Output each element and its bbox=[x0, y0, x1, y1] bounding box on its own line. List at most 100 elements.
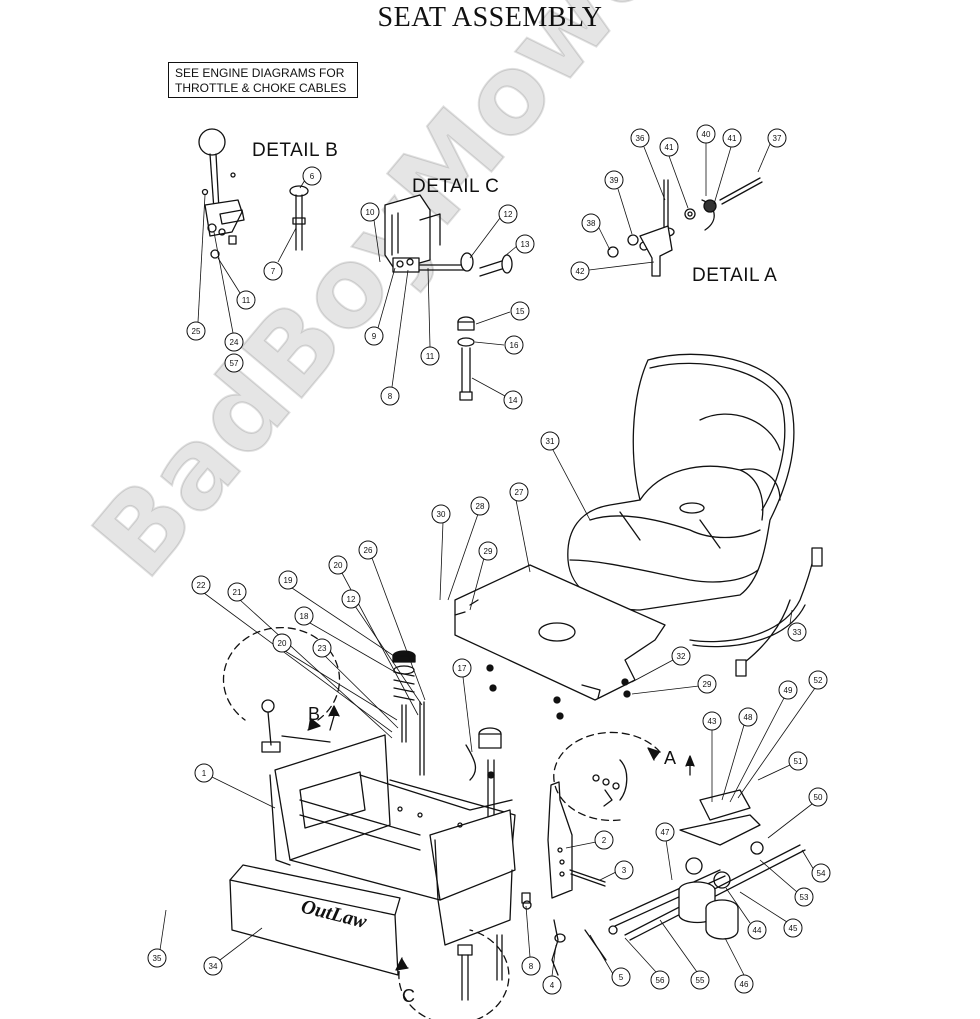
callout-number: 26 bbox=[364, 546, 373, 555]
detail-a-miniature bbox=[592, 755, 695, 807]
callout-circle bbox=[778, 680, 798, 700]
callout-29: 29 bbox=[478, 541, 498, 561]
callout-circle bbox=[521, 956, 541, 976]
callout-12: 12 bbox=[341, 589, 361, 609]
section-letter-b: B bbox=[308, 704, 320, 724]
callout-14: 14 bbox=[503, 390, 523, 410]
callout-7: 7 bbox=[263, 261, 283, 281]
callout-circle bbox=[186, 321, 206, 341]
callout-25: 25 bbox=[186, 321, 206, 341]
callout-circle bbox=[224, 332, 244, 352]
callout-circle bbox=[510, 301, 530, 321]
callout-number: 16 bbox=[510, 341, 519, 350]
callout-39: 39 bbox=[604, 170, 624, 190]
callout-circle bbox=[696, 124, 716, 144]
note-line-2: THROTTLE & CHOKE CABLES bbox=[175, 81, 347, 95]
callout-number: 50 bbox=[814, 793, 823, 802]
callout-circle bbox=[504, 335, 524, 355]
detail-a-parts bbox=[607, 177, 763, 277]
callout-number: 19 bbox=[284, 576, 293, 585]
callout-number: 4 bbox=[550, 981, 555, 990]
callout-48: 48 bbox=[738, 707, 758, 727]
callout-number: 5 bbox=[619, 973, 624, 982]
detail-a-label: DETAIL A bbox=[692, 265, 778, 286]
callout-55: 55 bbox=[690, 970, 710, 990]
seat bbox=[567, 353, 795, 611]
callout-number: 15 bbox=[516, 307, 525, 316]
callout-4: 4 bbox=[542, 975, 562, 995]
lever-shaft-assembly bbox=[608, 789, 806, 941]
note-line-1: SEE ENGINE DIAGRAMS FOR bbox=[175, 66, 345, 80]
callout-47: 47 bbox=[655, 822, 675, 842]
callout-circle bbox=[540, 431, 560, 451]
callout-circle bbox=[358, 540, 378, 560]
callout-16: 16 bbox=[504, 335, 524, 355]
callout-43: 43 bbox=[702, 711, 722, 731]
callout-44: 44 bbox=[747, 920, 767, 940]
callout-number: 23 bbox=[318, 644, 327, 653]
callout-circle bbox=[542, 975, 562, 995]
callout-31: 31 bbox=[540, 431, 560, 451]
callout-number: 12 bbox=[504, 210, 513, 219]
callout-number: 55 bbox=[696, 976, 705, 985]
callout-2: 2 bbox=[594, 830, 614, 850]
callout-3: 3 bbox=[614, 860, 634, 880]
callout-number: 7 bbox=[271, 267, 276, 276]
callout-circle bbox=[341, 589, 361, 609]
callout-circle bbox=[263, 261, 283, 281]
callout-number: 9 bbox=[372, 332, 377, 341]
callout-number: 41 bbox=[665, 143, 674, 152]
callout-23: 23 bbox=[312, 638, 332, 658]
callout-circle bbox=[509, 482, 529, 502]
callout-41: 41 bbox=[722, 128, 742, 148]
callout-number: 24 bbox=[230, 338, 239, 347]
callout-circle bbox=[236, 290, 256, 310]
detail-b-label: DETAIL B bbox=[252, 140, 339, 161]
callout-circle bbox=[630, 128, 650, 148]
callout-49: 49 bbox=[778, 680, 798, 700]
callout-number: 27 bbox=[515, 488, 524, 497]
callout-number: 6 bbox=[310, 172, 315, 181]
callout-number: 11 bbox=[242, 296, 251, 305]
slide-bracket bbox=[547, 781, 606, 899]
detail-b-miniature bbox=[261, 699, 340, 753]
callout-number: 30 bbox=[437, 510, 446, 519]
callout-number: 36 bbox=[636, 134, 645, 143]
callout-6: 6 bbox=[302, 166, 322, 186]
callout-33: 33 bbox=[787, 622, 807, 642]
callout-number: 18 bbox=[300, 612, 309, 621]
callout-11: 11 bbox=[236, 290, 256, 310]
detail-c-bolt-stack bbox=[457, 316, 475, 401]
callout-number: 21 bbox=[233, 588, 242, 597]
callout-circle bbox=[655, 822, 675, 842]
callout-number: 40 bbox=[702, 130, 711, 139]
callout-circle bbox=[659, 137, 679, 157]
callout-52: 52 bbox=[808, 670, 828, 690]
callout-29: 29 bbox=[697, 674, 717, 694]
callout-circle bbox=[272, 633, 292, 653]
callout-circle bbox=[767, 128, 787, 148]
callout-18: 18 bbox=[294, 606, 314, 626]
detail-c-circle bbox=[398, 929, 510, 1019]
callout-circle bbox=[515, 234, 535, 254]
callout-46: 46 bbox=[734, 974, 754, 994]
callout-number: 22 bbox=[197, 581, 206, 590]
callout-1: 1 bbox=[194, 763, 214, 783]
callout-circle bbox=[747, 920, 767, 940]
detail-b-circle bbox=[222, 627, 341, 721]
callout-circle bbox=[191, 575, 211, 595]
callout-10: 10 bbox=[360, 202, 380, 222]
detail-a-circle bbox=[553, 731, 661, 822]
callout-circle bbox=[498, 204, 518, 224]
callout-number: 56 bbox=[656, 976, 665, 985]
callout-circle bbox=[734, 974, 754, 994]
callout-37: 37 bbox=[767, 128, 787, 148]
callout-number: 29 bbox=[484, 547, 493, 556]
callout-8: 8 bbox=[521, 956, 541, 976]
callout-number: 43 bbox=[708, 717, 717, 726]
callout-circle bbox=[452, 658, 472, 678]
callout-8: 8 bbox=[380, 386, 400, 406]
section-letter-c: C bbox=[402, 986, 415, 1006]
callout-number: 54 bbox=[817, 869, 826, 878]
